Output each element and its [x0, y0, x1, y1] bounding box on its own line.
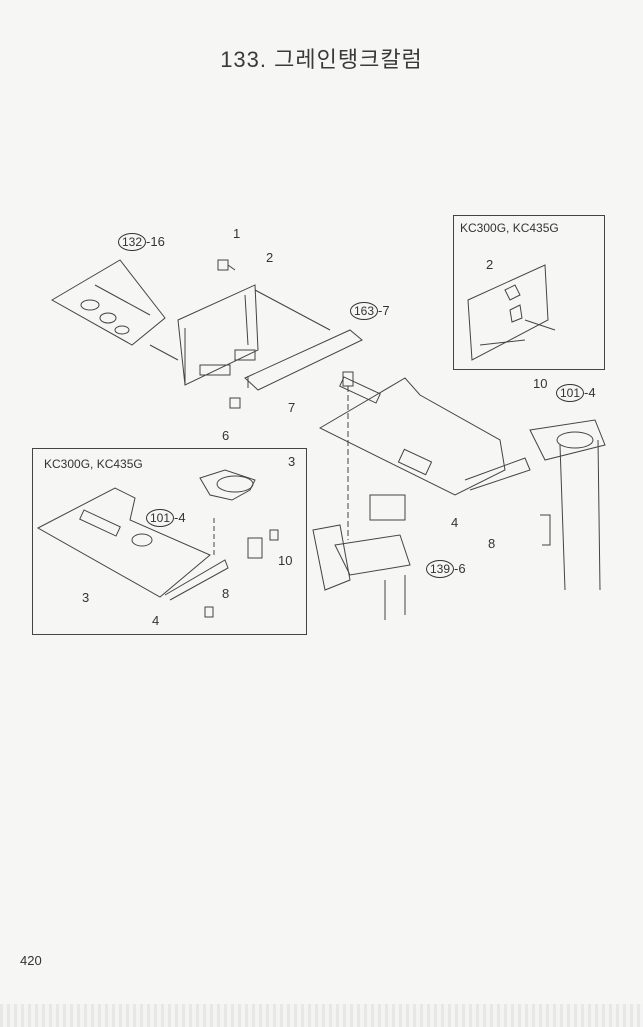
variant-inset-top — [453, 215, 605, 370]
inset-top-label: KC300G, KC435G — [460, 221, 559, 235]
inset-bracket-drawing — [467, 264, 556, 361]
inset-left-part-3: 3 — [82, 590, 90, 605]
page-title: 133. 그레인탱크칼럼 — [220, 47, 423, 72]
inset-left-ref-101: 101-4 — [146, 509, 186, 527]
part-2-label: 2 — [266, 250, 274, 265]
frame-139-drawing — [312, 494, 411, 620]
part-1-label: 1 — [233, 226, 241, 241]
inset-left-part-10: 10 — [278, 553, 293, 568]
cover-panel-drawing — [50, 259, 166, 346]
part-8-label: 8 — [488, 536, 496, 551]
inset-top-part-2: 2 — [486, 257, 494, 272]
scan-edge — [0, 1004, 643, 1027]
callout-139: 139-6 — [426, 560, 466, 578]
inset-left-part-4: 4 — [152, 613, 160, 628]
column-right-drawing — [464, 419, 606, 591]
part-7-label: 7 — [288, 400, 296, 415]
inset-left-label: KC300G, KC435G — [44, 457, 143, 471]
callout-101: 101-4 — [556, 384, 596, 402]
plate-3-drawing — [318, 376, 506, 496]
inset-plate-drawing — [36, 469, 279, 618]
page-number: 420 — [20, 953, 42, 968]
part-6-label: 6 — [222, 428, 230, 443]
bracket-2-drawing — [177, 284, 259, 386]
callout-132: 132-16 — [118, 233, 165, 251]
part-10-label: 10 — [533, 376, 548, 391]
part-4-label: 4 — [451, 515, 459, 530]
part-3-label: 3 — [288, 454, 296, 469]
callout-163: 163-7 — [350, 302, 390, 320]
inset-left-part-8: 8 — [222, 586, 230, 601]
variant-inset-left — [32, 448, 307, 635]
